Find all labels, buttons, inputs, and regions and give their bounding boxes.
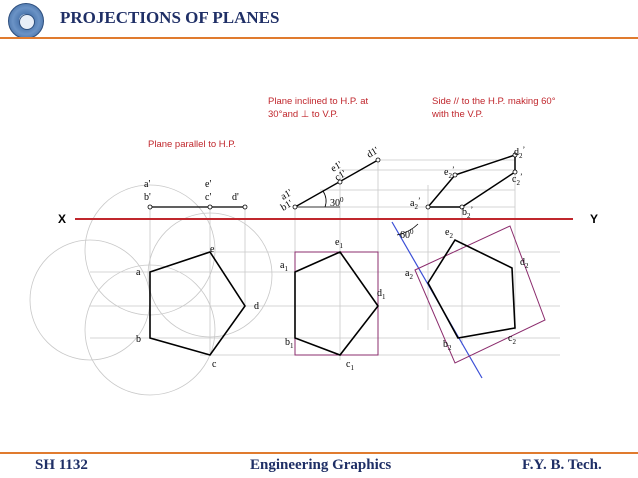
label-angle-60: 600 <box>400 228 414 241</box>
bounding-rectangle <box>414 225 546 364</box>
caption-step3-line1: Side // to the H.P. making 60° <box>432 96 556 107</box>
label-d1-front: d1' <box>365 145 381 161</box>
construction-arc <box>29 239 151 361</box>
label-c: c <box>212 359 217 370</box>
caption-step1: Plane parallel to H.P. <box>148 139 236 150</box>
label-a1-front: a1' <box>279 187 294 202</box>
label-c-front: c' <box>205 192 211 203</box>
axis-y-label: Y <box>590 212 598 226</box>
footer-divider <box>0 452 638 454</box>
inclined-edge <box>294 159 379 208</box>
label-b1: b1 <box>285 337 294 350</box>
bounding-rectangle <box>294 251 379 356</box>
label-b2: b2 <box>443 339 452 352</box>
label-c2-front: c2’ <box>512 172 523 187</box>
label-d: d <box>254 301 259 312</box>
label-b: b <box>136 334 141 345</box>
caption-step2-line1: Plane inclined to H.P. at <box>268 96 369 107</box>
label-d-front: d' <box>232 192 239 203</box>
vertex-point <box>242 204 248 210</box>
step1-top-view: a b c d e <box>136 244 259 370</box>
label-e1-front: e1' <box>329 159 344 174</box>
pentagon-final-shape <box>427 238 516 339</box>
label-a2-front: a2’ <box>410 196 421 211</box>
vertex-point <box>512 169 518 175</box>
vertex-point <box>512 152 518 158</box>
axis-x-label: X <box>58 212 66 226</box>
label-c2: c2 <box>508 333 516 346</box>
front-view-outline <box>426 153 516 208</box>
angle-arc <box>396 223 419 236</box>
college-seal-icon <box>8 3 44 39</box>
step1-front-view: a' b' e' c' d' <box>144 179 248 210</box>
label-c1: c1 <box>346 359 354 372</box>
caption-step2-line2: 30°and ⊥ to V.P. <box>268 109 338 120</box>
vertex-point <box>375 157 381 163</box>
label-angle-30: 300 <box>330 196 344 209</box>
page-title: PROJECTIONS OF PLANES <box>60 8 280 27</box>
vertex-point <box>147 204 153 210</box>
label-a: a <box>136 267 141 278</box>
vertex-point <box>425 204 431 210</box>
footer-course-code: SH 1132 <box>35 457 88 473</box>
pentagon-true-shape <box>149 251 246 356</box>
label-c1-front: c1' <box>333 168 348 183</box>
vertex-point <box>337 179 343 185</box>
label-b1-front: b1' <box>279 198 295 214</box>
label-e1: e1 <box>335 237 343 250</box>
angle-arc <box>322 190 327 208</box>
vertex-point <box>452 172 458 178</box>
step3-top-view: 600 a2 b2 c2 d2 e2 <box>391 221 546 379</box>
step3-front-view: a2’ b2’ c2’ d2’ e2’ <box>410 145 525 220</box>
label-b2-front: b2’ <box>462 205 473 220</box>
label-a2: a2 <box>405 268 413 281</box>
vertex-point <box>207 204 213 210</box>
step2-front-view: a1' b1' e1' c1' d1' 300 <box>279 145 381 214</box>
label-e2-front: e2’ <box>444 165 455 180</box>
label-d2-front: d2’ <box>514 145 525 160</box>
caption-step3-line2: with the V.P. <box>431 109 483 120</box>
vertex-point <box>459 204 465 210</box>
seal-center <box>19 14 35 30</box>
footer-subject: Engineering Graphics <box>250 457 392 473</box>
label-e2: e2 <box>445 227 453 240</box>
footer-class: F.Y. B. Tech. <box>522 457 602 473</box>
pentagon-apparent-shape <box>294 251 379 356</box>
label-d1: d1 <box>377 288 386 301</box>
slide-header: PROJECTIONS OF PLANES <box>0 0 638 39</box>
label-e: e <box>210 244 215 255</box>
label-a-front: a' <box>144 179 150 190</box>
step2-top-view: a1 b1 c1 d1 e1 <box>280 237 386 372</box>
vertex-point <box>292 204 298 210</box>
label-b-front: b' <box>144 192 151 203</box>
header-divider <box>0 37 638 39</box>
label-d2: d2 <box>520 257 529 270</box>
label-e-front: e' <box>205 179 211 190</box>
label-a1: a1 <box>280 260 288 273</box>
